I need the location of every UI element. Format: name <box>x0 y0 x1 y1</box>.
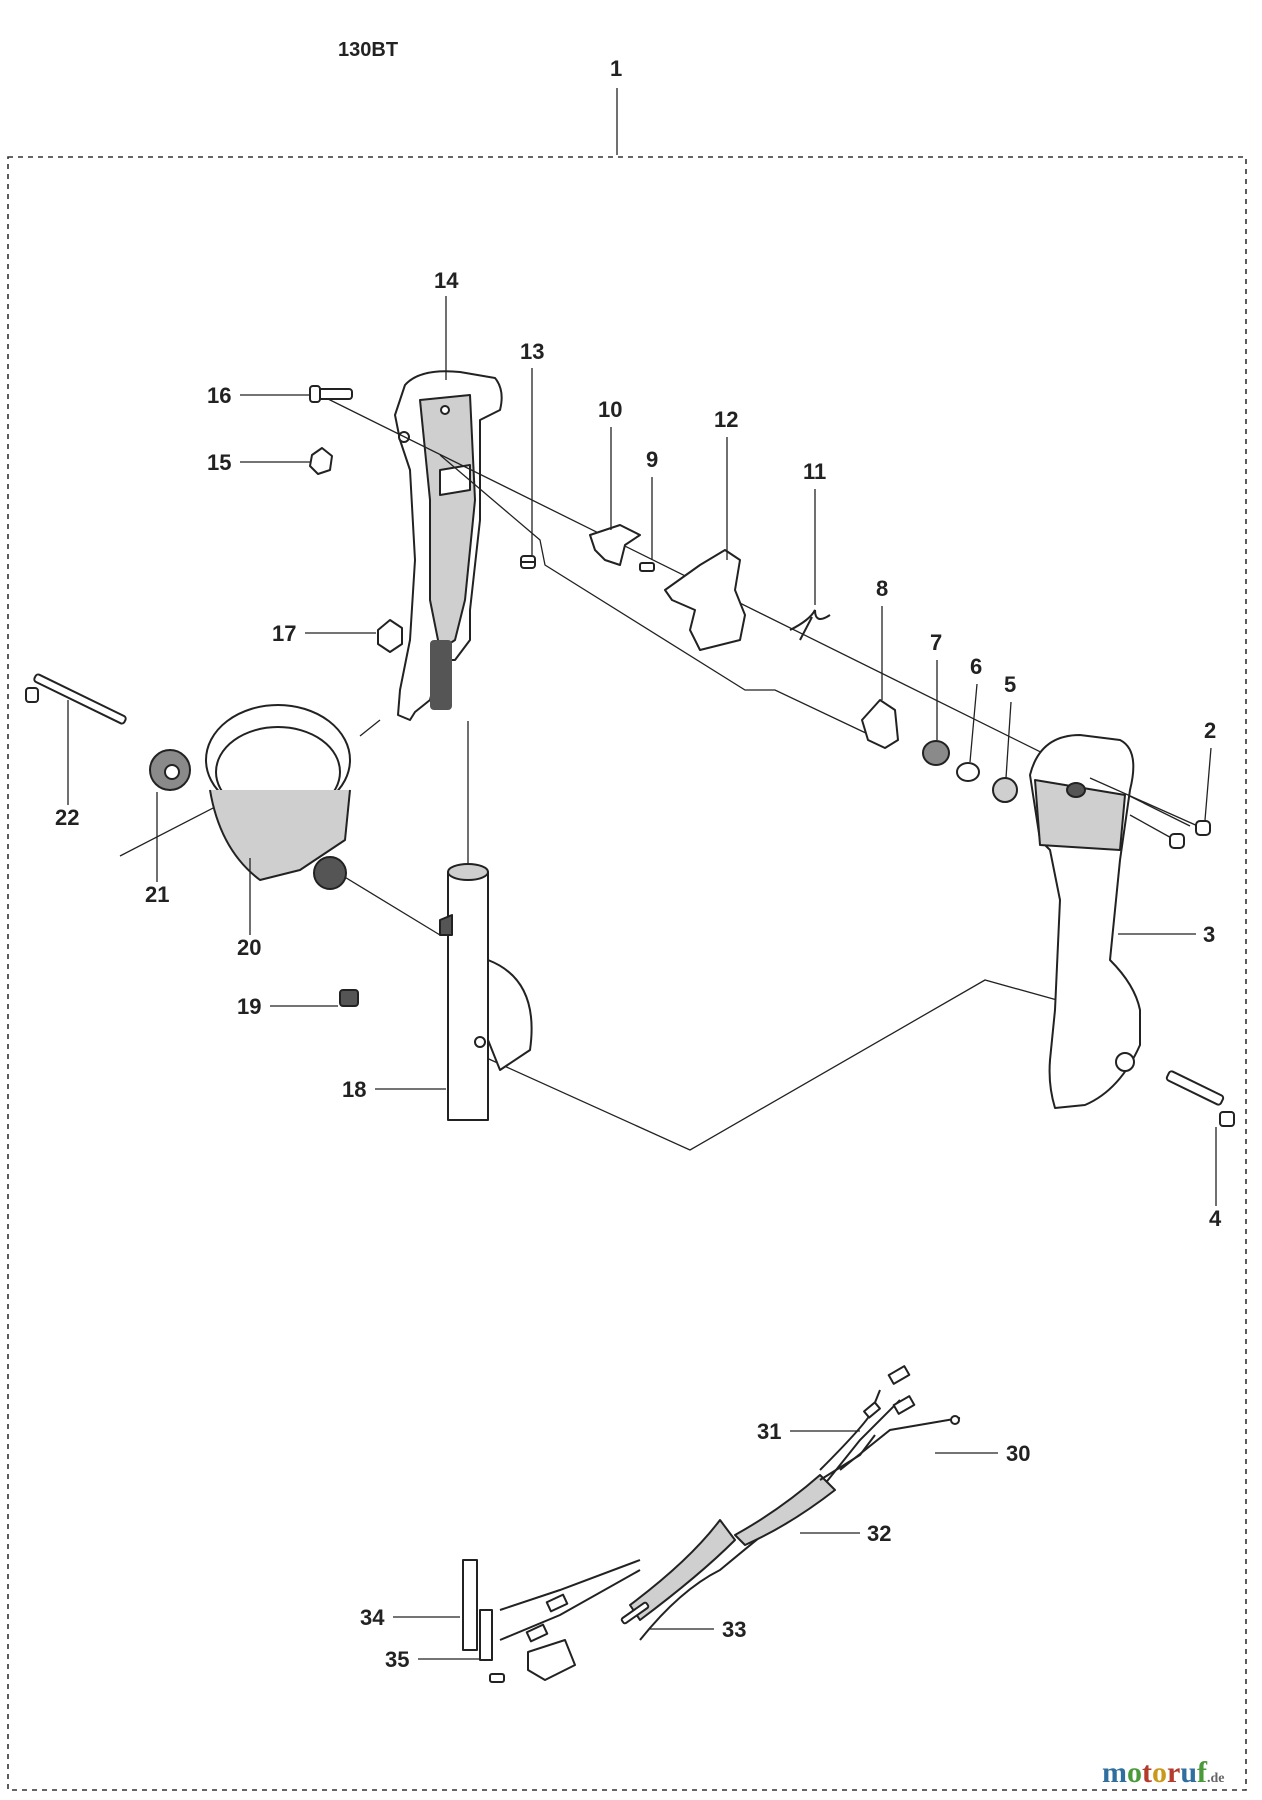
callout-15: 15 <box>207 450 231 475</box>
callout-3: 3 <box>1203 922 1215 947</box>
callout-8: 8 <box>876 576 888 601</box>
callout-34: 34 <box>360 1605 385 1630</box>
handle-housing <box>394 370 503 721</box>
model-label: 130BT <box>338 39 398 61</box>
part-15-nut <box>309 447 333 475</box>
leader-5 <box>1005 701 1012 779</box>
assembly-frame <box>7 156 1247 1791</box>
part-21-knob <box>149 749 191 791</box>
callout-9: 9 <box>646 447 658 472</box>
callout-19: 19 <box>237 994 261 1019</box>
callout-31: 31 <box>757 1419 781 1444</box>
part-5-starwasher <box>992 777 1018 803</box>
callout-2: 2 <box>1204 718 1216 743</box>
part-7-bushing <box>922 740 950 766</box>
part-2-bolts <box>1089 777 1211 849</box>
callout-17: 17 <box>272 621 296 646</box>
part-10-lever <box>589 524 641 566</box>
callout-6: 6 <box>970 654 982 679</box>
callout-5: 5 <box>1004 672 1016 697</box>
part-16-bolt <box>309 385 353 403</box>
assembly-line-lower <box>479 979 1076 1151</box>
callout-22: 22 <box>55 805 79 830</box>
part-9-screw <box>639 562 655 572</box>
callout-32: 32 <box>867 1521 891 1546</box>
callout-11: 11 <box>803 459 826 484</box>
part-4-bolt <box>1165 1070 1235 1127</box>
svg-text:motoruf.de: motoruf.de <box>1102 1756 1225 1789</box>
wiring-harness <box>462 1365 961 1683</box>
watermark-logo: motoruf.de <box>1102 1756 1225 1789</box>
assembly-line-shaft <box>439 454 871 736</box>
callout-7: 7 <box>930 630 942 655</box>
part-22-bolt <box>25 673 127 725</box>
part-17-nut <box>377 619 403 653</box>
part-18-tube <box>439 863 533 1121</box>
callout-18: 18 <box>342 1077 366 1102</box>
callout-13: 13 <box>520 339 544 364</box>
callout-14: 14 <box>434 268 459 293</box>
assembly-line-ring-a <box>359 719 381 737</box>
part-8-switch <box>861 699 899 749</box>
part-6-washer <box>956 762 980 782</box>
callout-1: 1 <box>610 56 622 81</box>
callout-35: 35 <box>385 1647 409 1672</box>
part-12-trigger <box>664 549 746 651</box>
part-20-ring-clamp <box>205 704 351 890</box>
callout-30: 30 <box>1006 1441 1030 1466</box>
callout-10: 10 <box>598 397 622 422</box>
part-3-rear-handle <box>1029 734 1141 1109</box>
leader-2 <box>1204 747 1212 821</box>
leader-6 <box>969 683 978 763</box>
part-11-spring <box>789 609 831 641</box>
callout-4: 4 <box>1209 1206 1222 1231</box>
callout-21: 21 <box>145 882 169 907</box>
part-13-spring <box>520 555 536 569</box>
part-19-nut <box>339 989 359 1007</box>
callout-33: 33 <box>722 1617 746 1642</box>
callout-12: 12 <box>714 407 738 432</box>
callout-20: 20 <box>237 935 261 960</box>
callout-16: 16 <box>207 383 231 408</box>
